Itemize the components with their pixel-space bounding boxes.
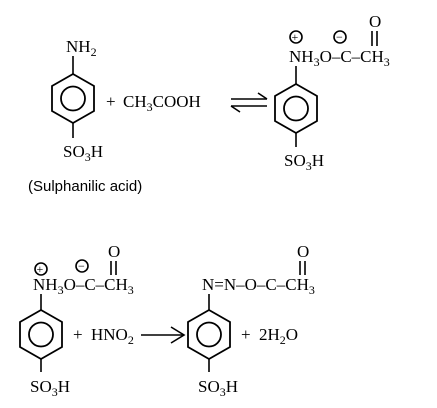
- negative-charge: −: [78, 259, 85, 273]
- azo-acetate-chain: N=N–O–C–CH3: [202, 275, 315, 297]
- negative-charge-circle: [75, 259, 89, 273]
- sulfonic-group: SO3H: [198, 377, 238, 399]
- aromatic-circle: [196, 321, 222, 348]
- benzene-ring: [19, 308, 63, 361]
- ammonium-acetate-chain: NH3O–C–CH3: [289, 47, 390, 69]
- aromatic-circle: [28, 321, 54, 348]
- carbonyl-oxygen: O: [297, 242, 309, 261]
- sulfonic-group: SO3H: [63, 142, 103, 164]
- reactant-1-sulphanilic-acid: NH2 SO3H (Sulphanilic acid): [28, 37, 142, 195]
- positive-charge-circle: [34, 262, 48, 276]
- reaction-arrow: [141, 326, 186, 344]
- positive-charge: +: [37, 262, 44, 276]
- benzene-ring: [187, 308, 231, 361]
- amino-group: NH2: [66, 37, 97, 59]
- negative-charge-circle: [333, 30, 347, 44]
- equilibrium-arrow: [230, 92, 268, 113]
- plus-sign-1: +: [106, 92, 116, 111]
- carbonyl-oxygen: O: [369, 12, 381, 31]
- benzene-ring: [274, 82, 318, 135]
- sulfonic-group: SO3H: [284, 151, 324, 173]
- positive-charge-circle: [289, 30, 303, 44]
- water: 2H2O: [259, 325, 298, 347]
- negative-charge: −: [336, 30, 343, 44]
- reactant-caption: (Sulphanilic acid): [28, 178, 142, 195]
- acetic-acid: CH3COOH: [123, 92, 201, 114]
- plus-sign-3: +: [241, 325, 251, 344]
- sulfonic-group: SO3H: [30, 377, 70, 399]
- carbonyl-oxygen: O: [108, 242, 120, 261]
- aromatic-circle: [283, 95, 309, 122]
- benzene-ring: [51, 72, 95, 125]
- ammonium-acetate-chain: NH3O–C–CH3: [33, 275, 134, 297]
- reactant-2-salt: + − O NH3O–C–CH3 SO3H: [19, 242, 134, 399]
- aromatic-circle: [60, 85, 86, 112]
- product-1-salt: + − O NH3O–C–CH3 SO3H: [274, 12, 390, 173]
- positive-charge: +: [292, 30, 299, 44]
- nitrous-acid: HNO2: [91, 325, 134, 347]
- plus-sign-2: +: [73, 325, 83, 344]
- product-2-azo: O N=N–O–C–CH3 SO3H: [187, 242, 315, 399]
